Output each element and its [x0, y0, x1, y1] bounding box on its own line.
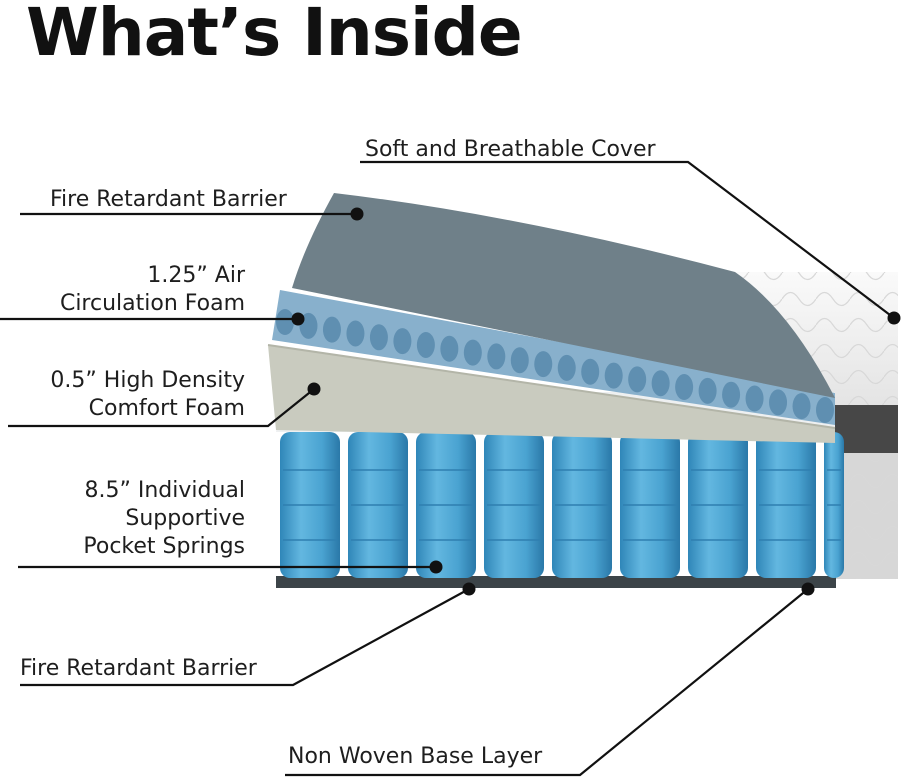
foam-bump	[769, 389, 788, 416]
foam-bump	[346, 320, 365, 347]
foam-bump	[463, 339, 482, 366]
foam-bump	[745, 385, 764, 412]
foam-bump	[393, 328, 412, 355]
base-layer-shape	[276, 576, 836, 588]
foam-bump	[792, 393, 811, 420]
spring-row	[280, 432, 844, 578]
label-springs: 8.5” Individual Supportive Pocket Spring…	[83, 478, 245, 559]
fire-barrier-sheet	[292, 193, 835, 398]
foam-bump	[534, 351, 553, 378]
foam-bump	[487, 343, 506, 370]
foam-bump	[440, 335, 459, 362]
foam-bump	[416, 331, 435, 358]
label-air-foam: 1.25” Air Circulation Foam	[59, 263, 245, 316]
foam-bump	[698, 377, 717, 404]
leader-lines	[0, 160, 895, 777]
foam-bump	[276, 309, 294, 335]
foam-bump	[581, 358, 600, 385]
foam-bump	[557, 354, 576, 381]
foam-bump	[675, 374, 694, 401]
foam-bump	[322, 316, 341, 343]
label-base-layer: Non Woven Base Layer	[288, 744, 543, 769]
foam-bump	[628, 366, 647, 393]
label-fire-barrier-bottom: Fire Retardant Barrier	[20, 656, 257, 681]
foam-bump	[722, 381, 741, 408]
label-cover: Soft and Breathable Cover	[365, 137, 656, 162]
foam-bump	[369, 324, 388, 351]
leader-dots	[291, 207, 901, 596]
comfort-foam-layer	[268, 345, 835, 443]
foam-bump	[604, 362, 623, 389]
foam-bump	[816, 397, 834, 423]
foam-bump	[651, 370, 670, 397]
foam-bump	[510, 347, 529, 374]
label-fire-barrier-top: Fire Retardant Barrier	[50, 187, 287, 212]
label-comfort-foam: 0.5” High Density Comfort Foam	[50, 368, 245, 421]
page-title: What’s Inside	[26, 0, 523, 71]
air-foam-layer	[272, 290, 835, 425]
